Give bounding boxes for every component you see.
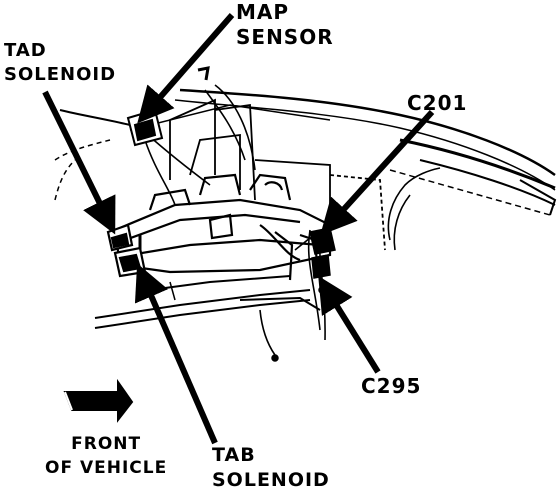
engine-assembly [113,173,332,281]
solenoid-components [106,223,147,278]
fender-outline [174,88,557,216]
tab-solenoid-label: TAB SOLENOID [212,444,330,491]
map-sensor-leader [137,13,235,124]
c201-leader [320,109,435,236]
c295-leader [318,275,381,374]
connector-components [271,227,336,362]
map-sensor-component [126,66,210,147]
wiring-harness [144,84,441,356]
frame-rails [94,275,321,329]
tab-solenoid-leader [134,263,218,445]
leader-arrows [42,13,435,445]
front-of-vehicle-arrow [63,378,134,423]
map-sensor-label: MAP SENSOR [236,0,334,49]
c295-label: C295 [361,374,422,398]
left-body-lines [54,104,331,201]
front-of-vehicle-label: FRONT OF VEHICLE [45,434,168,478]
tad-solenoid-label: TAD SOLENOID [4,40,117,85]
c201-label: C201 [407,91,468,115]
tad-solenoid-leader [42,90,116,235]
firewall [169,98,386,251]
